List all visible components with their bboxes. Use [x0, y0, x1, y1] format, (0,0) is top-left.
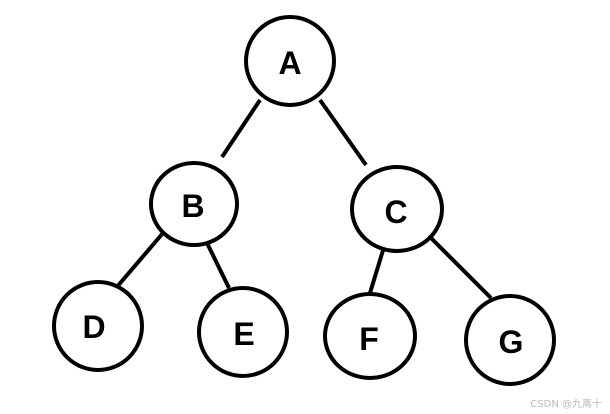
node-b: B [149, 161, 239, 247]
node-g: G [464, 294, 556, 386]
node-g-label: G [499, 324, 524, 360]
node-f-label: F [359, 321, 379, 357]
node-f: F [323, 292, 417, 380]
node-a: A [244, 15, 336, 107]
node-b-label: B [181, 188, 204, 224]
edge-b-d [114, 231, 165, 290]
edge-c-f [368, 246, 386, 294]
tree-edges [114, 98, 493, 300]
watermark-text: CSDN @九离十 [530, 399, 602, 410]
node-d-label: D [82, 309, 105, 345]
node-c-label: C [384, 194, 407, 230]
node-a-label: A [278, 45, 301, 81]
edge-c-g [429, 236, 493, 300]
node-e-label: E [233, 316, 254, 352]
edge-b-e [205, 242, 231, 289]
node-c: C [350, 165, 444, 253]
edge-a-b [220, 98, 262, 159]
node-d: D [52, 280, 144, 372]
edge-a-c [318, 98, 368, 167]
node-e: E [197, 286, 289, 378]
tree-nodes: A B C D E F G [52, 15, 556, 386]
